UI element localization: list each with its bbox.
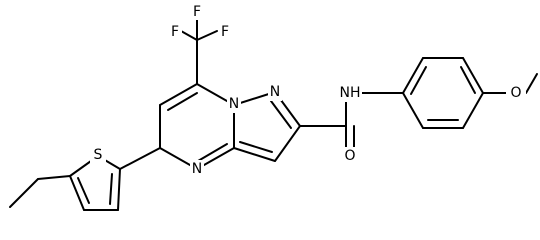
bond-thiophene-c5-c4-double xyxy=(77,177,90,204)
atom-s-thiophene: S xyxy=(94,147,103,163)
bond-methoxy-ch3 xyxy=(525,73,538,94)
bond-thiophene-c5-c4 xyxy=(69,175,85,211)
atom-f-right: F xyxy=(221,24,229,40)
bg-s-thiophene xyxy=(90,146,106,164)
bond-phenyl-c1-c2-inner xyxy=(410,66,427,95)
bond-phenyl-c3-c4 xyxy=(462,57,484,94)
bond-thiophene-c3-c2 xyxy=(117,168,121,211)
bond-c3-c3a xyxy=(233,147,276,162)
bond-c2-c3 xyxy=(274,125,301,162)
atom-n-amide: NH xyxy=(340,85,361,101)
bond-cf3-c-f-left xyxy=(180,30,198,41)
atom-n-bridge: N xyxy=(229,96,239,112)
atom-label-backgrounds xyxy=(90,4,526,178)
bg-n-pyrazole xyxy=(268,83,282,101)
molecule-diagram: F F F N N N NH O O S xyxy=(9,4,538,211)
bond-n-pyrazole-c2-double xyxy=(270,100,292,129)
bg-n-amide xyxy=(338,84,362,102)
bg-o-carbonyl xyxy=(343,147,357,165)
bond-phenyl-c6-c1 xyxy=(402,92,424,129)
bond-thiophene-c3-c2-double xyxy=(109,173,113,205)
atom-f-left: F xyxy=(171,24,179,40)
bond-phenyl-c4-c5 xyxy=(462,92,484,129)
bg-f-right xyxy=(218,24,232,40)
chemical-structure-canvas: F F F N N N NH O O S xyxy=(9,4,538,211)
atom-o-carbonyl: O xyxy=(344,148,355,164)
atom-n-pyrimidine: N xyxy=(192,161,202,177)
bond-phenyl-c1-c2 xyxy=(402,57,424,94)
bond-c5-thiophene xyxy=(119,147,161,170)
atom-labels: F F F N N N NH O O S xyxy=(94,4,522,177)
bond-ethyl-ch3 xyxy=(9,178,39,208)
bond-ethyl-ch2 xyxy=(37,175,71,180)
atom-f-top: F xyxy=(193,4,201,20)
bond-c3-c3a-double xyxy=(239,141,273,153)
atom-o-methoxy: O xyxy=(510,85,521,101)
bond-c6-c7 xyxy=(159,83,198,106)
bg-n-bridge xyxy=(227,95,241,113)
bg-f-top xyxy=(190,4,204,20)
bg-f-left xyxy=(168,24,182,40)
bond-lines xyxy=(9,19,538,211)
bond-cf3-c-f-right xyxy=(196,30,218,41)
bond-c3a-n4-double xyxy=(197,143,228,162)
bg-n-pyrimidine xyxy=(190,160,204,178)
atom-n-pyrazole: N xyxy=(270,84,280,100)
bg-o-methoxy xyxy=(506,84,526,102)
bond-c6-c7-double xyxy=(167,92,198,111)
bond-phenyl-c3-c4-inner xyxy=(460,66,476,94)
